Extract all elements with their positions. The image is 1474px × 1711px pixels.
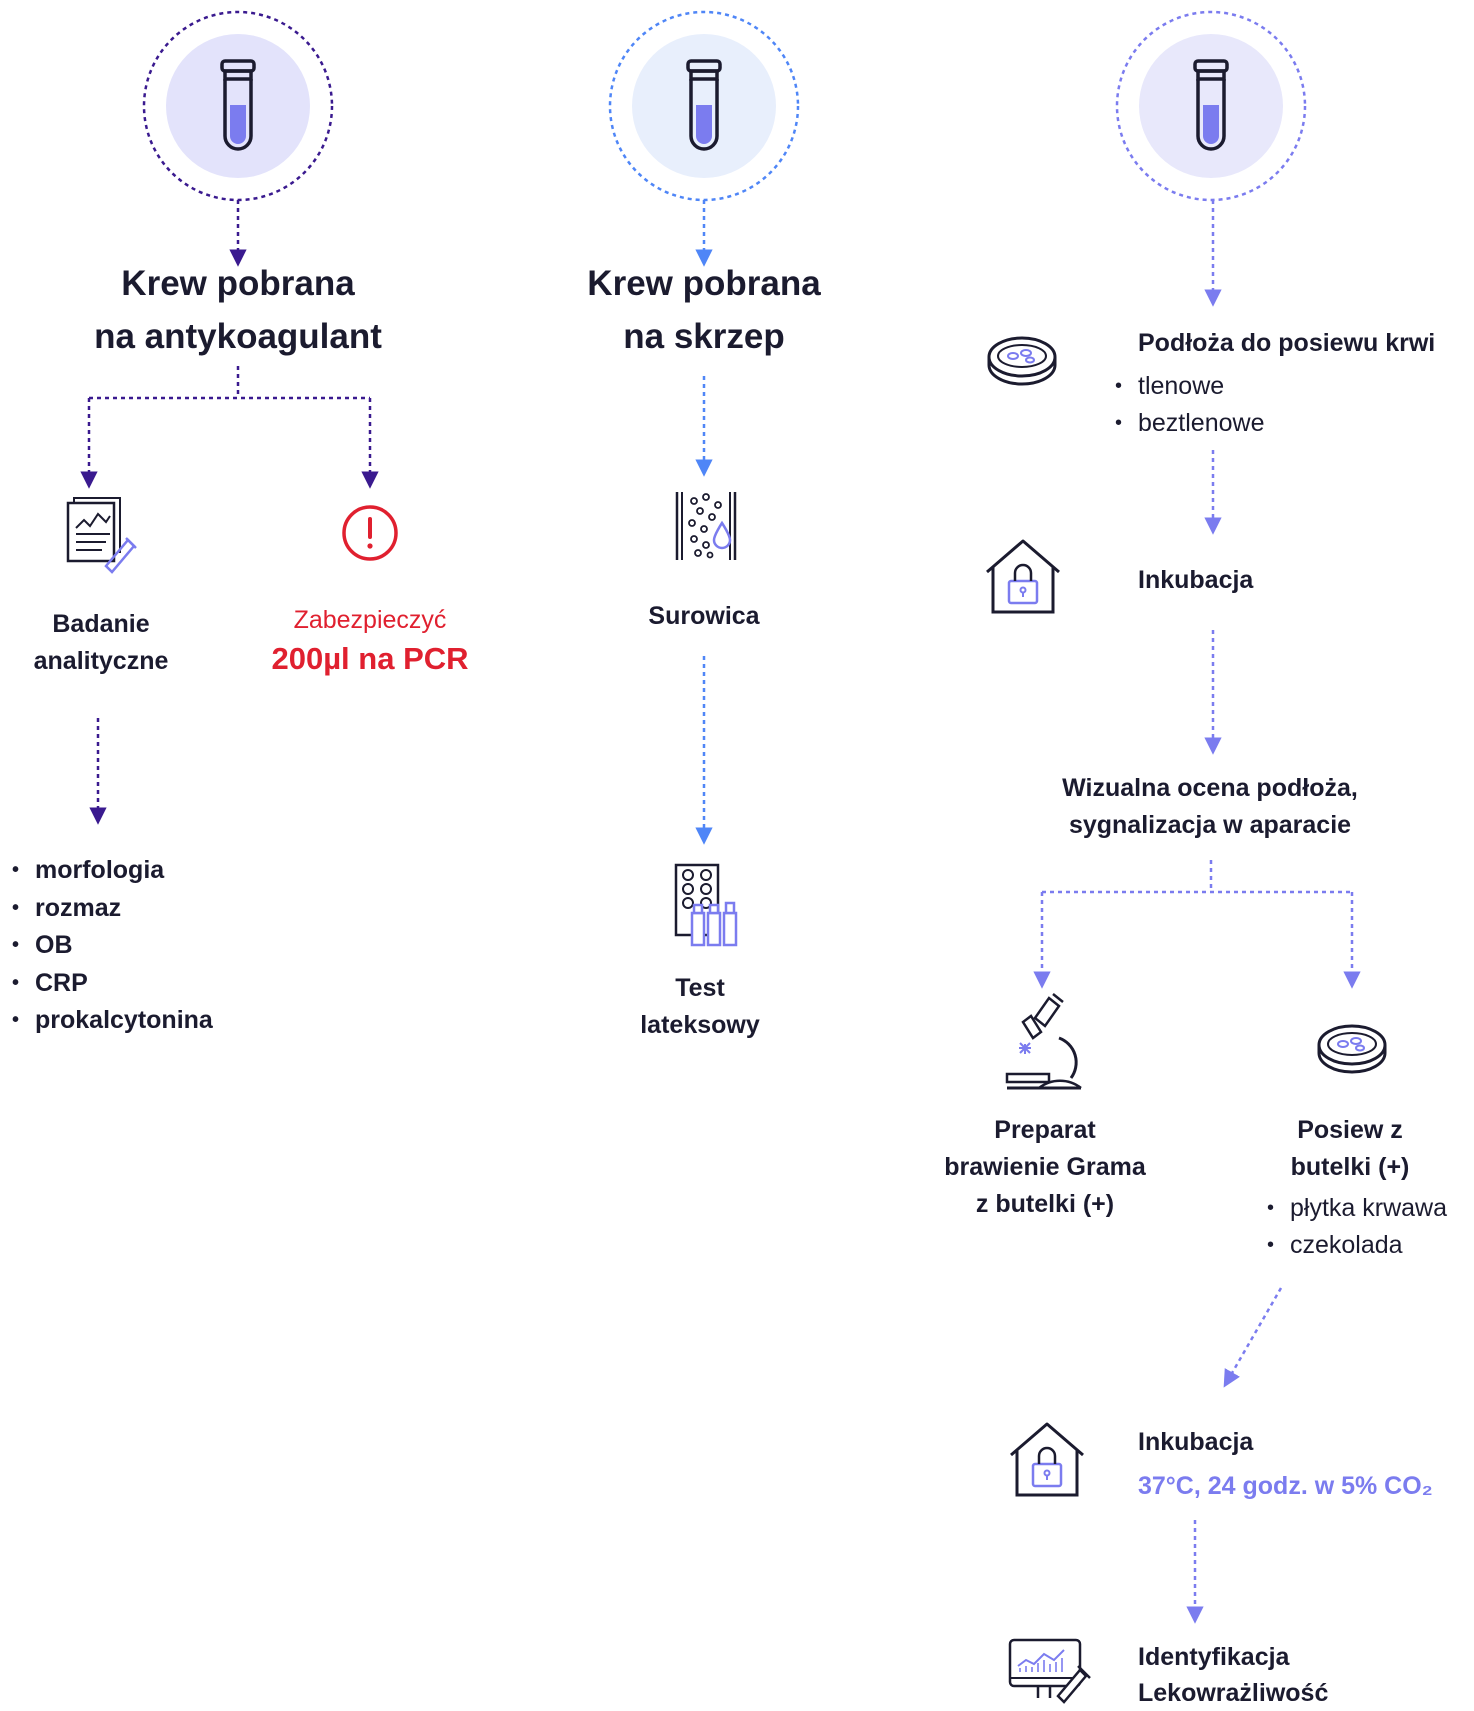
- list-item: tlenowe: [1115, 368, 1264, 405]
- pcr-warning-top: Zabezpieczyć: [293, 606, 447, 634]
- incubation-2-label: Inkubacja: [1138, 1428, 1254, 1456]
- petri-dish-icon: [1317, 1024, 1387, 1074]
- identification-line2: Lekowrażliwość: [1138, 1679, 1329, 1707]
- subculture-label: Posiew z butelki (+): [1250, 1112, 1450, 1186]
- serum-particles-icon: [675, 492, 737, 560]
- analysis-label-line2: analityczne: [33, 647, 169, 675]
- anticoagulant-title: Krew pobrana na antykoagulant: [58, 257, 418, 363]
- visual-assessment-label: Wizualna ocena podłoża, sygnalizacja w a…: [1030, 770, 1390, 844]
- media-list: tlenowe beztlenowe: [1115, 368, 1265, 442]
- latex-test-line2: lateksowy: [640, 1011, 760, 1039]
- tube-circle-culture: [1115, 10, 1307, 202]
- anticoagulant-title-line2: na antykoagulant: [94, 317, 382, 356]
- visual-assessment-line2: sygnalizacja w aparacie: [1068, 811, 1352, 839]
- subculture-list: płytka krwawa czekolada: [1267, 1190, 1447, 1264]
- anticoagulant-title-line1: Krew pobrana: [121, 264, 355, 303]
- petri-dish-icon: [987, 336, 1057, 386]
- subculture-line2: butelki (+): [1290, 1153, 1410, 1181]
- incubation-label: Inkubacja: [1138, 566, 1254, 594]
- gram-stain-line2: brawienie Grama: [944, 1153, 1146, 1181]
- incubator-lock-icon: [985, 539, 1061, 614]
- identification-monitor-icon: [1008, 1638, 1091, 1704]
- latex-test-label: Test lateksowy: [600, 970, 800, 1044]
- identification-label: Identyfikacja Lekowrażliwość: [1138, 1639, 1328, 1711]
- list-item: rozmaz: [12, 890, 213, 928]
- incubation-2-detail: 37°C, 24 godz. w 5% CO₂: [1138, 1472, 1433, 1500]
- exclamation-circle-icon: [342, 505, 398, 561]
- subculture-line1: Posiew z: [1297, 1116, 1403, 1144]
- list-item: CRP: [12, 965, 213, 1003]
- list-item: prokalcytonina: [12, 1002, 213, 1040]
- analysis-report-icon: [66, 497, 137, 574]
- analysis-label-line1: Badanie: [52, 610, 150, 638]
- list-item: morfologia: [12, 852, 213, 890]
- gram-stain-label: Preparat brawienie Grama z butelki (+): [925, 1112, 1165, 1223]
- pcr-warning: Zabezpieczyć 200µl na PCR: [250, 603, 490, 681]
- list-item: beztlenowe: [1115, 405, 1265, 442]
- analysis-tests-list: morfologia rozmaz OB CRP prokalcytonina: [12, 852, 213, 1040]
- tube-circle-anticoagulant: [142, 10, 334, 202]
- visual-assessment-line1: Wizualna ocena podłoża,: [1062, 774, 1358, 802]
- microscope-icon: [1005, 993, 1082, 1090]
- list-item: czekolada: [1267, 1227, 1447, 1264]
- analysis-label: Badanie analityczne: [0, 606, 202, 680]
- list-item: płytka krwawa: [1267, 1190, 1447, 1227]
- incubator-lock-icon: [1009, 1422, 1085, 1497]
- clot-title-line2: na skrzep: [623, 317, 785, 356]
- gram-stain-line3: z butelki (+): [975, 1190, 1115, 1218]
- latex-test-plate-icon: [674, 863, 738, 947]
- clot-title: Krew pobrana na skrzep: [554, 257, 854, 363]
- branch-connector: [80, 366, 379, 489]
- identification-line1: Identyfikacja: [1138, 1643, 1290, 1671]
- media-title: Podłoża do posiewu krwi: [1138, 329, 1436, 357]
- serum-label: Surowica: [648, 602, 760, 630]
- gram-stain-line1: Preparat: [994, 1116, 1096, 1144]
- clot-title-line1: Krew pobrana: [587, 264, 821, 303]
- pcr-warning-main: 200µl na PCR: [271, 641, 469, 676]
- latex-test-line1: Test: [675, 974, 725, 1002]
- tube-circle-clot: [608, 10, 800, 202]
- branch-connector: [1033, 860, 1361, 989]
- connector-arrow: [1223, 1287, 1283, 1388]
- list-item: OB: [12, 927, 213, 965]
